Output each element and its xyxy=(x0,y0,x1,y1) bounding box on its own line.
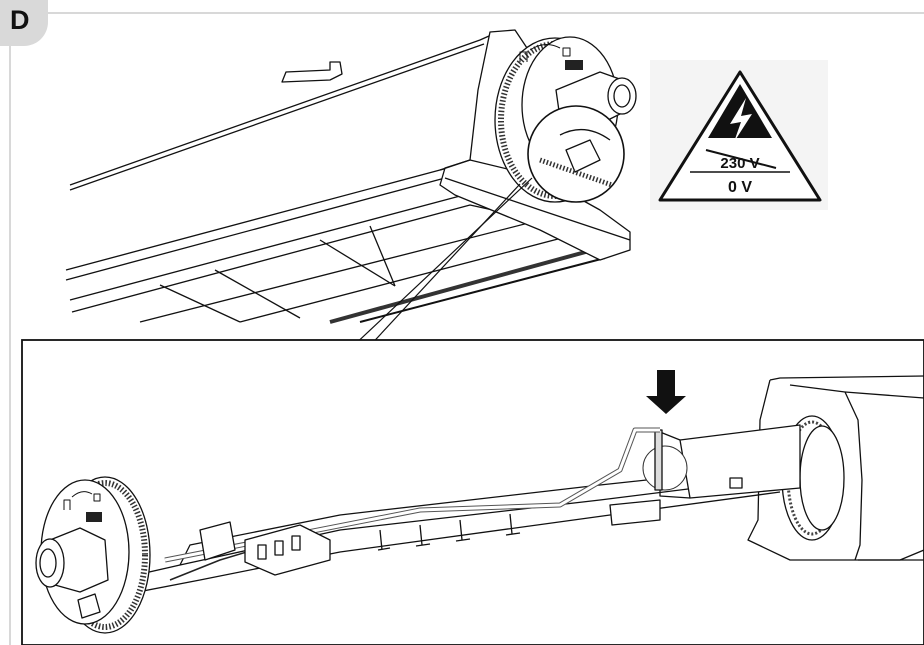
new-voltage-label: 0 V xyxy=(728,179,752,196)
luminaire-top-view xyxy=(65,29,637,324)
old-voltage-strike xyxy=(705,149,777,169)
old-voltage-label: 230 V xyxy=(720,155,759,172)
down-arrow-icon xyxy=(646,370,686,414)
high-voltage-warning-icon xyxy=(730,98,752,142)
luminaire-detail-view xyxy=(35,375,924,634)
voltage-warning-sign: 230 V 0 V xyxy=(650,60,828,210)
step-badge: D xyxy=(0,0,48,46)
step-letter: D xyxy=(10,5,30,35)
